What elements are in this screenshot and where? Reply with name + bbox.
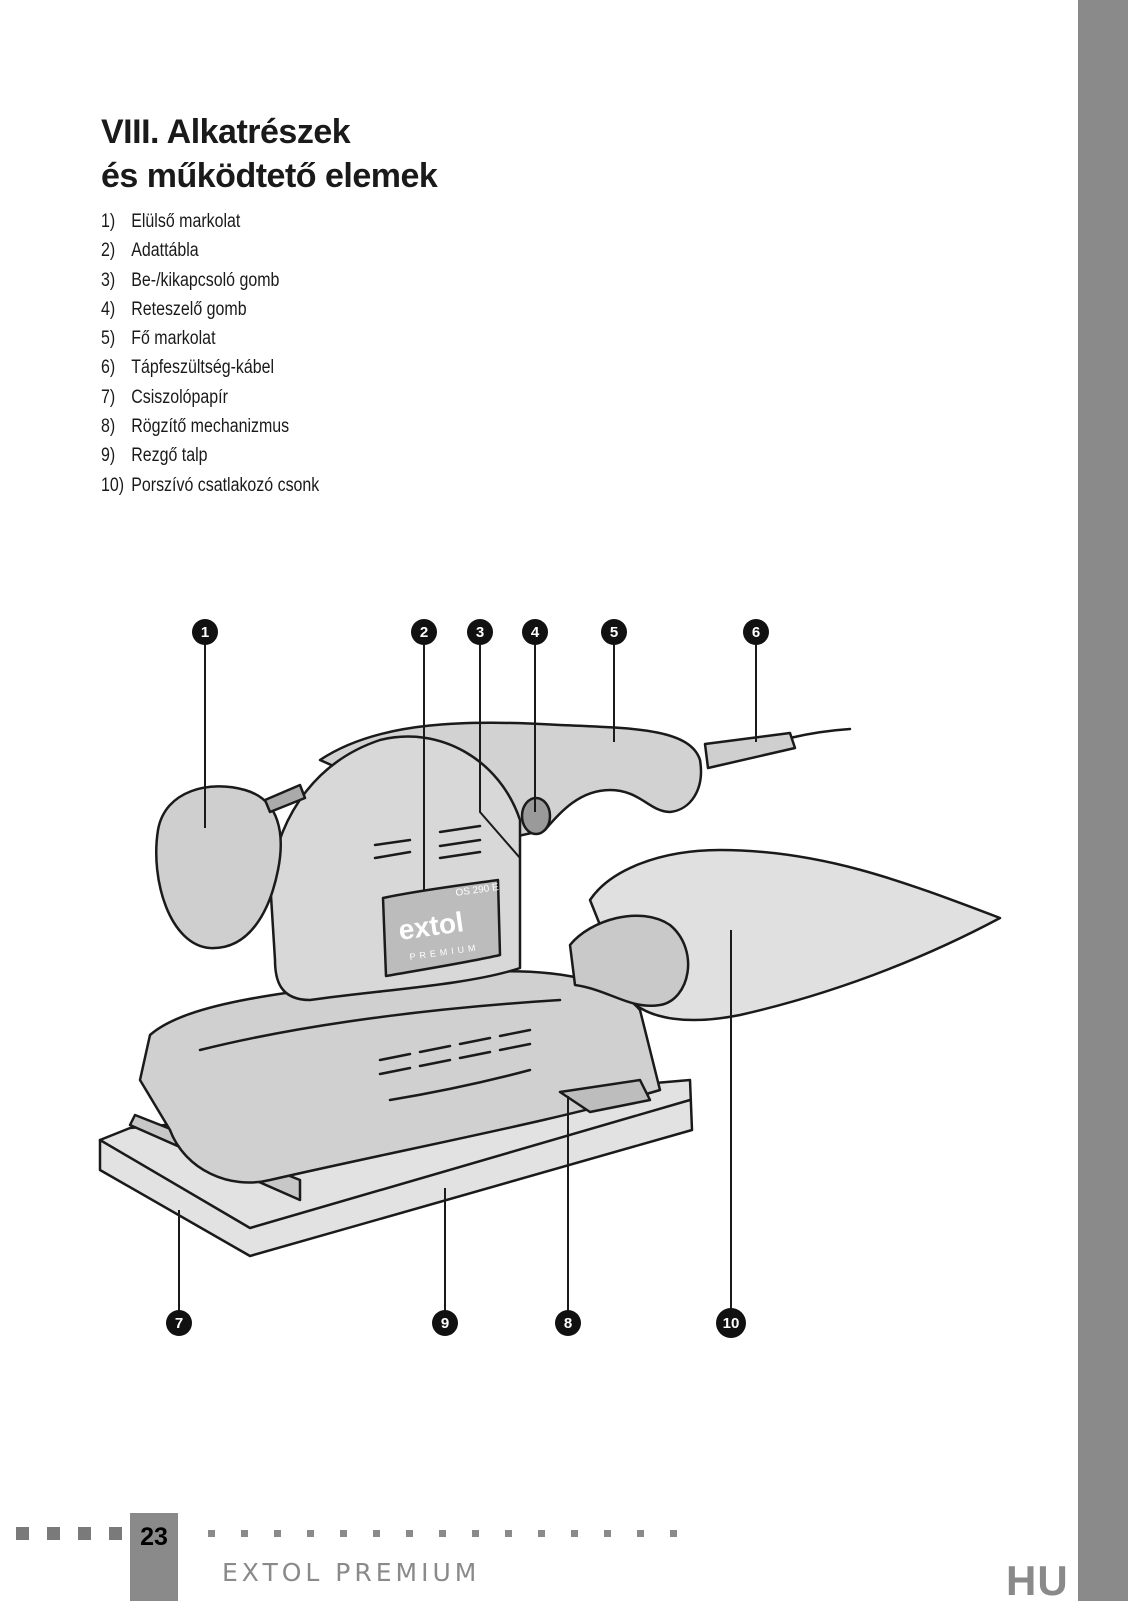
decor-dot (274, 1530, 281, 1537)
housing-seam (198, 998, 562, 1052)
section-title: VIII. Alkatrészek és működtető elemek (101, 110, 438, 198)
callout-number: 2 (420, 624, 428, 641)
decor-dot (340, 1530, 347, 1537)
cable-sleeve (703, 731, 797, 770)
front-grip (155, 785, 282, 950)
item-label: Csiszolópapír (131, 386, 228, 408)
item-label: Reteszelő gomb (131, 298, 247, 320)
item-number: 5) (101, 328, 116, 350)
callout-number: 4 (531, 624, 540, 641)
decor-square (47, 1527, 60, 1540)
item-label: Be-/kikapcsoló gomb (131, 269, 280, 291)
upper-vents (373, 824, 482, 860)
decor-dot (538, 1530, 545, 1537)
item-label: Elülső markolat (131, 211, 241, 232)
parts-list-item: 5) Fő markolat (101, 324, 319, 353)
page-number-box: 23 (130, 1513, 178, 1601)
decor-dot (439, 1530, 446, 1537)
decor-dot (604, 1530, 611, 1537)
callout-number: 5 (610, 624, 618, 641)
callout-5: 5 (601, 619, 627, 645)
item-number: 6) (101, 357, 116, 379)
lower-vents (378, 1028, 532, 1102)
decor-dot (373, 1530, 380, 1537)
decor-dot (472, 1530, 479, 1537)
item-label: Porszívó csatlakozó csonk (131, 474, 320, 496)
parts-list-item: 6) Tápfeszültség-kábel (101, 353, 319, 382)
footer-decoration-squares (16, 1527, 122, 1540)
callout-number: 7 (175, 1315, 183, 1332)
parts-list-item: 3) Be-/kikapcsoló gomb (101, 266, 319, 295)
callout-number: 6 (752, 624, 760, 641)
callout-2: 2 (411, 619, 437, 645)
callout-number: 8 (564, 1315, 572, 1332)
decor-square (109, 1527, 122, 1540)
parts-list-item: 7) Csiszolópapír (101, 383, 319, 412)
item-label: Rögzítő mechanizmus (131, 416, 290, 438)
item-number: 7) (101, 386, 116, 408)
base-plate-edge (98, 1098, 692, 1230)
sander-drawing (98, 721, 1002, 1258)
dust-port (568, 914, 690, 1008)
decor-dot (208, 1530, 215, 1537)
item-number: 4) (101, 298, 116, 320)
brand-name: EXTOL PREMIUM (222, 1558, 481, 1587)
item-label: Tápfeszültség-kábel (131, 357, 275, 379)
callout-number: 9 (441, 1315, 449, 1332)
callout-4: 4 (522, 619, 548, 645)
callout-6: 6 (743, 619, 769, 645)
decor-dot (670, 1530, 677, 1537)
callout-3: 3 (467, 619, 493, 645)
decor-dot (505, 1530, 512, 1537)
clamp-lever (558, 1078, 652, 1114)
parts-list-item: 2) Adattábla (101, 236, 319, 265)
power-cable (788, 727, 852, 740)
callout-number: 1 (201, 624, 209, 641)
item-number: 1) (101, 211, 116, 232)
decor-square (78, 1527, 91, 1540)
item-label: Fő markolat (131, 328, 216, 350)
callout-10: 10 (716, 1308, 746, 1338)
section-title-line-1: VIII. Alkatrészek (101, 113, 351, 151)
callout-8: 8 (555, 1310, 581, 1336)
decor-dot (637, 1530, 644, 1537)
parts-list-item: 1) Elülső markolat (101, 207, 319, 236)
item-number: 8) (101, 416, 116, 438)
callout-9: 9 (432, 1310, 458, 1336)
parts-list-item: 8) Rögzítő mechanizmus (101, 412, 319, 441)
callout-number: 10 (723, 1315, 740, 1332)
decor-dot (241, 1530, 248, 1537)
section-title-line-2: és működtető elemek (101, 157, 438, 195)
item-number: 3) (101, 269, 116, 291)
power-switch (263, 783, 307, 814)
sander-illustration: extol PREMIUM OS 290 E 1 2 3 4 5 6 7 9 8… (98, 619, 1002, 1338)
decor-square (16, 1527, 29, 1540)
parts-list-item: 10) Porszívó csatlakozó csonk (101, 471, 319, 500)
page-number: 23 (140, 1523, 168, 1551)
nameplate (381, 878, 502, 978)
language-code: HU (1006, 1557, 1069, 1604)
item-number: 10) (101, 474, 125, 496)
item-number: 2) (101, 240, 116, 262)
callout-7: 7 (166, 1310, 192, 1336)
callout-1: 1 (192, 619, 218, 645)
item-label: Adattábla (131, 240, 199, 262)
parts-list-item: 9) Rezgő talp (101, 441, 319, 470)
side-color-bar (1078, 0, 1128, 1601)
leader-lines (178, 632, 757, 1322)
item-number: 9) (101, 445, 116, 467)
decor-dot (571, 1530, 578, 1537)
item-label: Rezgő talp (131, 445, 208, 467)
parts-list-item: 4) Reteszelő gomb (101, 295, 319, 324)
decor-dot (406, 1530, 413, 1537)
dust-bag (588, 848, 1002, 1022)
decor-dot (307, 1530, 314, 1537)
parts-list: 1) Elülső markolat 2) Adattábla 3) Be-/kika… (101, 207, 319, 500)
footer-decoration-dots (208, 1530, 677, 1537)
callout-number: 3 (476, 624, 484, 641)
